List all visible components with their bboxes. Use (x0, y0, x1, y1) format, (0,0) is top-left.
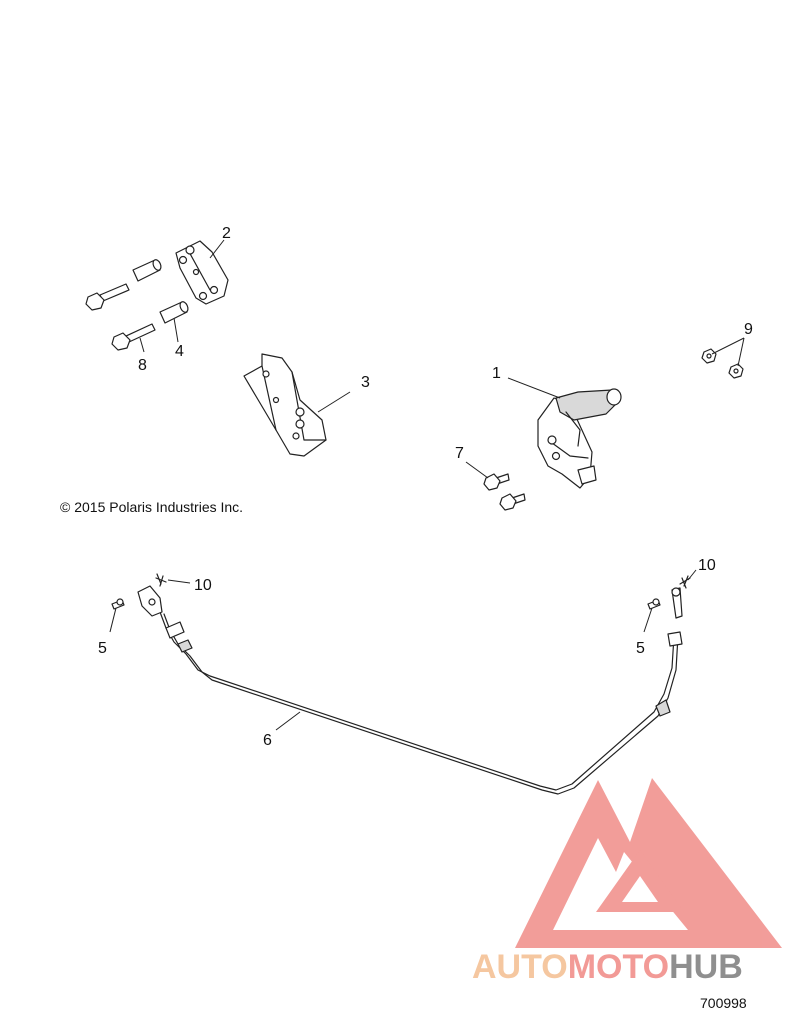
copyright-text: © 2015 Polaris Industries Inc. (60, 499, 243, 515)
watermark-auto: AUTO (472, 948, 568, 986)
callout-6: 6 (263, 732, 272, 749)
drawing-number: 700998 (700, 995, 747, 1011)
part-4-spacer-lower (159, 301, 189, 324)
part-1-brake-lever (537, 388, 622, 489)
callout-5-left: 5 (98, 640, 107, 657)
part-5-pin-left (111, 598, 125, 610)
part-4-spacer-upper (132, 259, 162, 282)
callout-9: 9 (744, 321, 753, 338)
part-5-pin-right (647, 598, 661, 610)
callout-5-right: 5 (636, 640, 645, 657)
watermark-hub: HUB (669, 948, 743, 986)
callout-7: 7 (455, 445, 464, 462)
watermark-triangle-icon (515, 778, 782, 948)
part-10-clip-left (155, 573, 167, 587)
callout-10-right: 10 (698, 557, 716, 574)
leader-4 (173, 317, 179, 343)
leader-7 (465, 461, 489, 479)
part-9-nut-lower (728, 363, 744, 379)
callout-4: 4 (175, 343, 184, 360)
watermark-moto: MOTO (568, 948, 669, 986)
part-8-bolt-upper (85, 283, 130, 311)
leader-8 (139, 337, 145, 353)
leader-lines (109, 239, 745, 731)
callout-3: 3 (361, 374, 370, 391)
leader-9a (711, 337, 745, 355)
callout-2: 2 (222, 225, 231, 242)
leader-10-right (687, 569, 697, 581)
callout-8: 8 (138, 357, 147, 374)
watermark-text: AUTOMOTOHUB (472, 948, 743, 986)
part-3-mount-bracket (243, 353, 327, 457)
part-7-bolt-upper (483, 473, 510, 491)
watermark-logo: AUTOMOTOHUB (472, 778, 782, 986)
leader-9b (737, 337, 745, 367)
callout-10-left: 10 (194, 577, 212, 594)
leader-5-left (109, 607, 117, 633)
callout-1: 1 (492, 365, 501, 382)
part-2-bracket (175, 240, 229, 305)
part-8-bolt-lower (111, 323, 156, 351)
part-6-brake-cable (137, 585, 683, 795)
leader-6 (275, 711, 301, 731)
leader-3 (317, 391, 351, 413)
leader-2 (209, 239, 225, 259)
leader-5-right (643, 607, 653, 633)
part-7-bolt-lower (499, 493, 526, 511)
leader-1 (507, 377, 561, 399)
part-9-nut-upper (701, 348, 717, 364)
part-10-clip-right (679, 575, 691, 589)
leader-10-left (167, 579, 191, 584)
